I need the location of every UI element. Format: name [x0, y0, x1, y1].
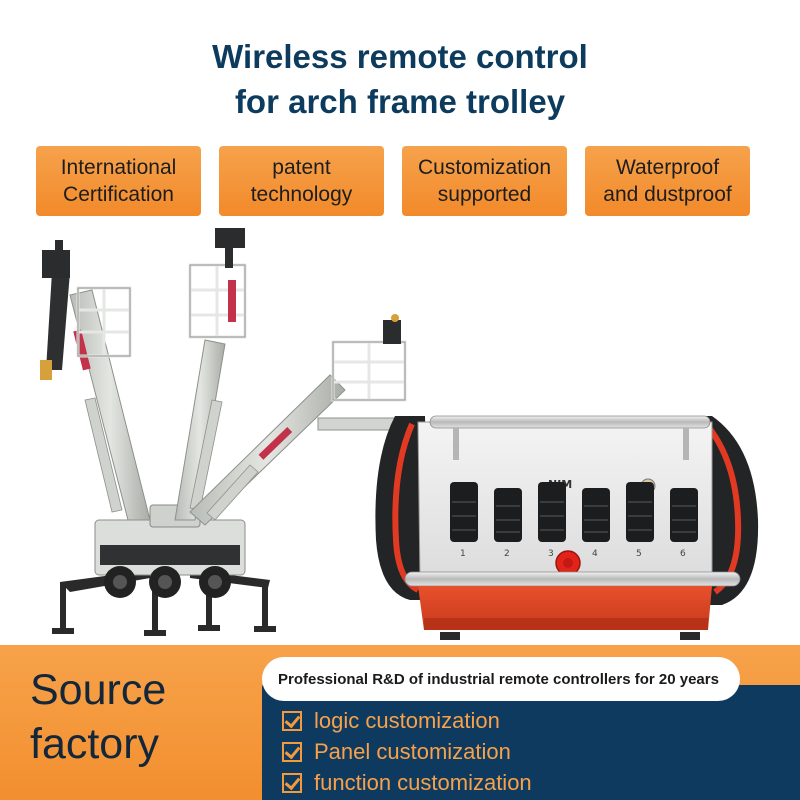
- feature-text: logic customization: [314, 707, 500, 733]
- tagline-pill: Professional R&D of industrial remote co…: [262, 657, 740, 701]
- footer-banner: Professional R&D of industrial remote co…: [0, 645, 800, 800]
- list-item: logic customization: [282, 705, 782, 736]
- badge-line-2: technology: [250, 183, 353, 206]
- footer-navy-panel: [262, 685, 800, 800]
- list-item: Panel customization: [282, 736, 782, 767]
- title-line-2: for arch frame trolley: [234, 83, 566, 120]
- button-number-4: 4: [592, 549, 598, 559]
- product-scene: NIM 1 2 3: [40, 228, 759, 640]
- badge-line-2: supported: [437, 183, 532, 206]
- badge-patent: patent technology: [219, 146, 384, 216]
- feature-list: logic customization Panel customization …: [282, 705, 782, 798]
- button-number-3: 3: [548, 549, 554, 559]
- badge-line-2: and dustproof: [603, 183, 732, 206]
- badge-line-1: International: [60, 156, 177, 179]
- title-line-1: Wireless remote control: [212, 38, 588, 75]
- badge-customization: Customization supported: [402, 146, 567, 216]
- badge-line-1: patent: [272, 156, 331, 179]
- button-number-6: 6: [680, 549, 686, 559]
- feature-text: Panel customization: [314, 738, 511, 764]
- source-line-2: factory: [30, 720, 160, 768]
- feature-text: function customization: [314, 769, 532, 795]
- list-item: function customization: [282, 767, 782, 798]
- badge-line-1: Waterproof: [615, 156, 720, 179]
- button-number-2: 2: [504, 549, 510, 559]
- checkbox-icon: [282, 710, 302, 731]
- arch-frame-trolley-illustration: [40, 228, 409, 636]
- source-factory-heading: Source factory: [30, 663, 166, 771]
- badge-line-2: Certification: [63, 183, 174, 206]
- checkbox-icon: [282, 741, 302, 762]
- badge-certification: International Certification: [36, 146, 201, 216]
- badge-line-1: Customization: [417, 156, 552, 179]
- source-line-1: Source: [30, 666, 167, 714]
- checkbox-icon: [282, 772, 302, 793]
- remote-controller-illustration: NIM 1 2 3: [375, 415, 759, 640]
- badge-waterproof: Waterproof and dustproof: [585, 146, 750, 216]
- tagline-text: Professional R&D of industrial remote co…: [278, 670, 719, 688]
- button-number-1: 1: [460, 549, 466, 559]
- page-title: Wireless remote control for arch frame t…: [0, 34, 800, 124]
- button-number-5: 5: [636, 549, 642, 559]
